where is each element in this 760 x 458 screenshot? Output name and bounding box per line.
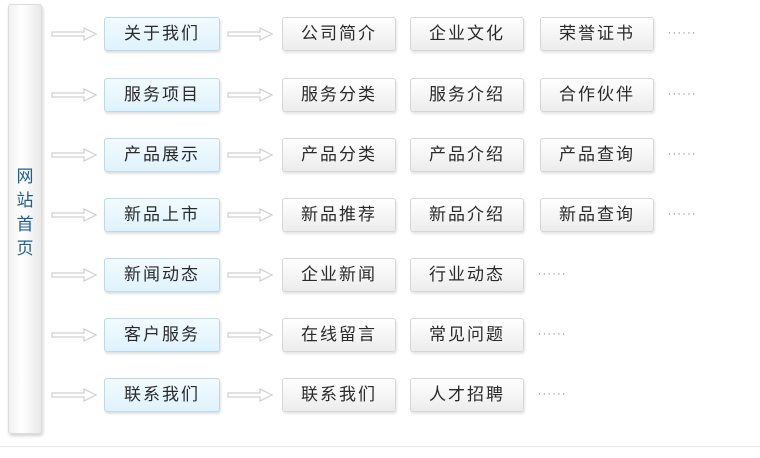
category-about-us[interactable]: 关于我们 <box>104 17 220 51</box>
link-service-categories[interactable]: 服务分类 <box>282 78 396 112</box>
sitemap-row-services: 服务项目 服务分类 服务介绍 合作伙伴 ······ <box>50 78 750 112</box>
category-news[interactable]: 新闻动态 <box>104 258 220 292</box>
sitemap-row-contact: 联系我们 联系我们 人才招聘 ······ <box>50 378 750 412</box>
site-home-char: 页 <box>16 239 34 259</box>
arrow-right-icon <box>227 328 274 342</box>
site-home-char: 站 <box>16 191 34 211</box>
link-new-product-intro[interactable]: 新品介绍 <box>410 198 524 232</box>
site-home-char: 首 <box>16 215 34 235</box>
link-new-product-search[interactable]: 新品查询 <box>540 198 654 232</box>
arrow-right-icon <box>227 388 274 402</box>
more-ellipsis: ······ <box>668 210 698 220</box>
link-service-intro[interactable]: 服务介绍 <box>410 78 524 112</box>
category-customer-service[interactable]: 客户服务 <box>104 318 220 352</box>
link-industry-news[interactable]: 行业动态 <box>410 258 524 292</box>
link-partners[interactable]: 合作伙伴 <box>540 78 654 112</box>
site-home-label: 网 站 首 页 <box>9 165 41 261</box>
arrow-right-icon <box>227 27 274 41</box>
category-services[interactable]: 服务项目 <box>104 78 220 112</box>
link-new-product-recommend[interactable]: 新品推荐 <box>282 198 396 232</box>
link-contact-us[interactable]: 联系我们 <box>282 378 396 412</box>
site-home-node[interactable]: 网 站 首 页 <box>8 4 42 434</box>
link-product-categories[interactable]: 产品分类 <box>282 138 396 172</box>
more-ellipsis: ······ <box>668 29 698 39</box>
arrow-right-icon <box>51 208 98 222</box>
bottom-divider <box>0 446 760 447</box>
arrow-right-icon <box>51 148 98 162</box>
arrow-right-icon <box>51 268 98 282</box>
arrow-right-icon <box>51 388 98 402</box>
arrow-right-icon <box>51 27 98 41</box>
link-faq[interactable]: 常见问题 <box>410 318 524 352</box>
sitemap-row-new-products: 新品上市 新品推荐 新品介绍 新品查询 ······ <box>50 198 750 232</box>
arrow-right-icon <box>51 88 98 102</box>
more-ellipsis: ······ <box>538 330 568 340</box>
more-ellipsis: ······ <box>668 90 698 100</box>
link-company-news[interactable]: 企业新闻 <box>282 258 396 292</box>
arrow-right-icon <box>227 88 274 102</box>
sitemap-row-products: 产品展示 产品分类 产品介绍 产品查询 ······ <box>50 138 750 172</box>
sitemap-row-about: 关于我们 公司简介 企业文化 荣誉证书 ······ <box>50 17 750 51</box>
sitemap-row-news: 新闻动态 企业新闻 行业动态 ······ <box>50 258 750 292</box>
arrow-right-icon <box>227 148 274 162</box>
category-products[interactable]: 产品展示 <box>104 138 220 172</box>
category-new-products[interactable]: 新品上市 <box>104 198 220 232</box>
more-ellipsis: ······ <box>538 390 568 400</box>
site-home-char: 网 <box>16 167 34 187</box>
category-contact-us[interactable]: 联系我们 <box>104 378 220 412</box>
more-ellipsis: ······ <box>668 150 698 160</box>
sitemap-row-customer-service: 客户服务 在线留言 常见问题 ······ <box>50 318 750 352</box>
more-ellipsis: ······ <box>538 270 568 280</box>
link-online-message[interactable]: 在线留言 <box>282 318 396 352</box>
arrow-right-icon <box>51 328 98 342</box>
link-product-intro[interactable]: 产品介绍 <box>410 138 524 172</box>
arrow-right-icon <box>227 268 274 282</box>
link-company-profile[interactable]: 公司简介 <box>282 17 396 51</box>
link-careers[interactable]: 人才招聘 <box>410 378 524 412</box>
link-product-search[interactable]: 产品查询 <box>540 138 654 172</box>
link-honor-certificates[interactable]: 荣誉证书 <box>540 17 654 51</box>
arrow-right-icon <box>227 208 274 222</box>
link-corporate-culture[interactable]: 企业文化 <box>410 17 524 51</box>
